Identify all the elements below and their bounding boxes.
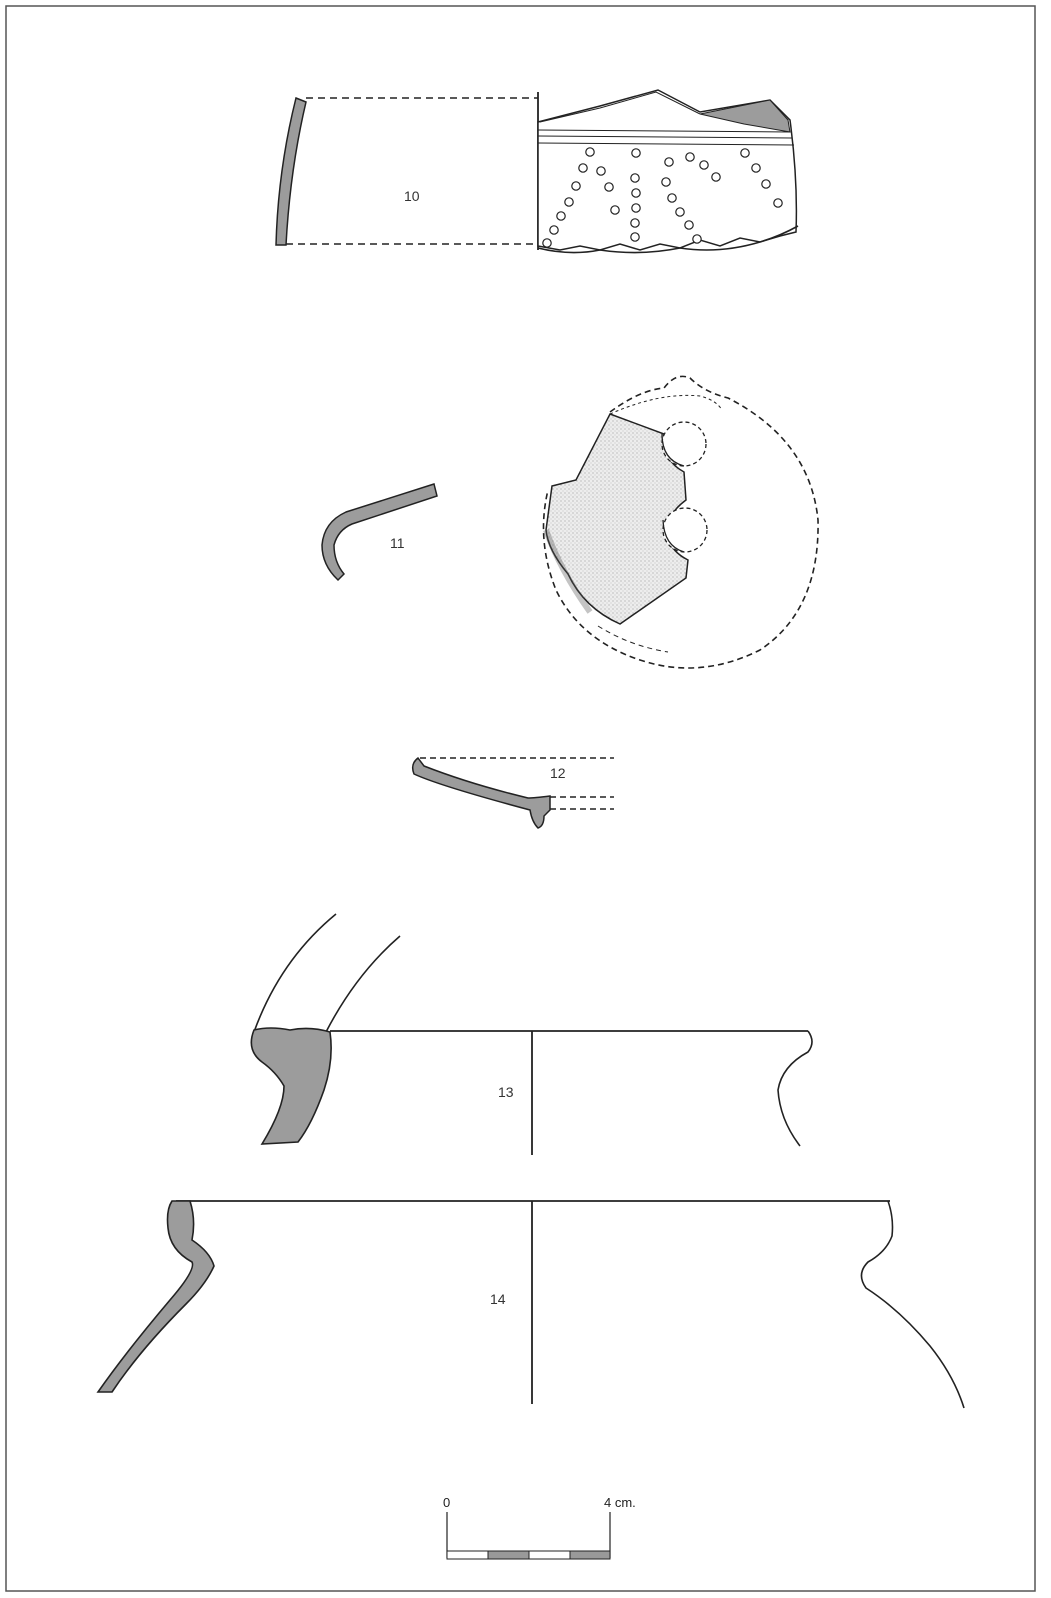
- sherd-12-label: 12: [550, 765, 566, 781]
- sherd-13-label: 13: [498, 1084, 514, 1100]
- sherd-11-perforation: [662, 507, 708, 553]
- sherd-11-label: 11: [390, 535, 405, 551]
- sherd-10-exterior-outline: [537, 89, 798, 251]
- sherd-10-break-shading: [699, 99, 791, 133]
- scale-bar-segment: [487, 1550, 530, 1560]
- sherd-13-section: [250, 1027, 332, 1145]
- sherd-14-profile: [860, 1200, 965, 1409]
- sherd-13-profile: [777, 1030, 813, 1147]
- sherd-10-drawing: 10: [275, 89, 799, 254]
- sherd-12-drawing: 12: [411, 756, 614, 829]
- scale-bar: 0 4 cm.: [443, 1495, 636, 1560]
- plate-frame: [5, 5, 1036, 1592]
- sherd-14-label: 14: [490, 1291, 506, 1307]
- sherd-14-drawing: 14: [96, 1200, 965, 1409]
- sherd-11-perforation: [661, 421, 707, 467]
- sherd-11-reconstruction-outline: [542, 375, 819, 669]
- sherd-13-drawing: 13: [250, 913, 813, 1155]
- scale-bar-end-label: 4 cm.: [604, 1495, 636, 1510]
- sherd-10-section: [275, 96, 307, 246]
- scale-bar-segment: [569, 1550, 611, 1560]
- sherd-10-impressed-dots: [542, 147, 783, 248]
- sherd-11-drawing: 11: [321, 375, 819, 669]
- sherd-11-preserved-fragment: [545, 413, 689, 625]
- scale-bar-segment: [446, 1550, 489, 1560]
- sherd-12-section: [411, 756, 551, 829]
- sherd-10-label: 10: [404, 188, 420, 204]
- sherd-14-section: [96, 1200, 215, 1393]
- scale-bar-segment: [528, 1550, 571, 1560]
- scale-bar-start-label: 0: [443, 1495, 450, 1510]
- sherd-11-section: [321, 483, 438, 582]
